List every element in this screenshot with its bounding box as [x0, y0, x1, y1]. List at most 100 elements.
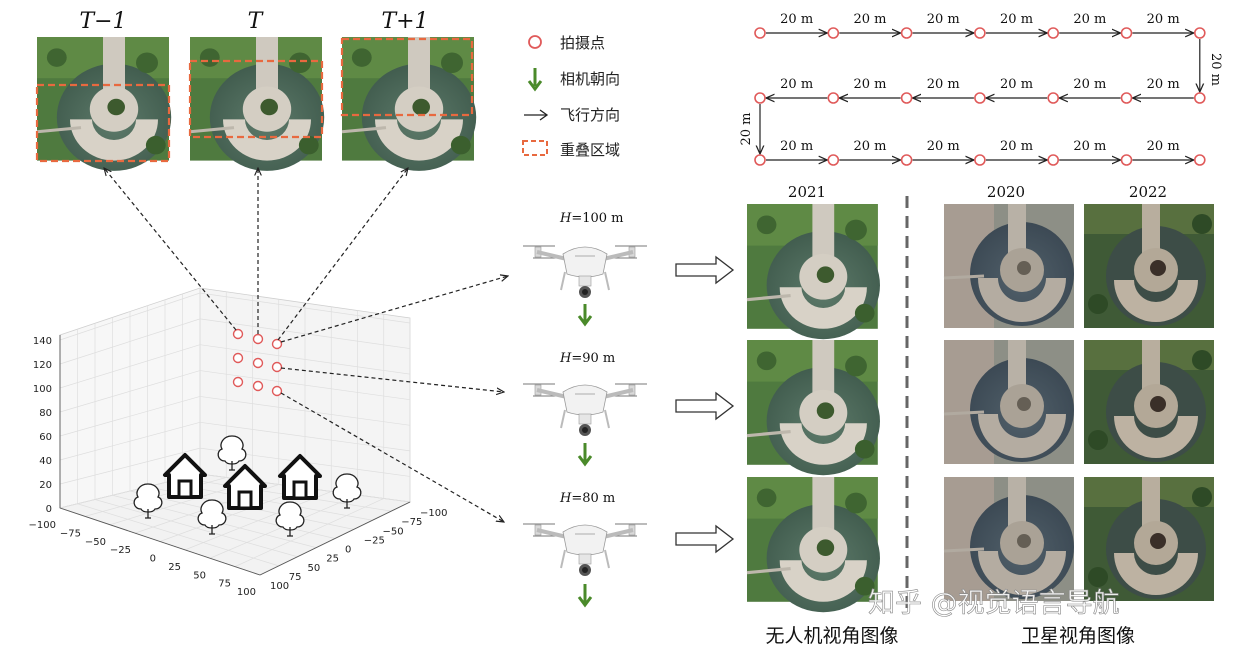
sat-2020-a [942, 202, 1076, 330]
segment-distance-label: 20 m [927, 77, 960, 92]
segment-distance-label: 20 m [739, 112, 754, 145]
y-tick-label: −75 [401, 517, 422, 528]
year-sat-2020: 2020 [987, 183, 1025, 201]
sat-2022-b [1084, 340, 1214, 464]
capture-point-icon [754, 154, 766, 166]
x-tick-label: 50 [193, 570, 206, 581]
segment-distance-label: 20 m [853, 12, 886, 27]
y-tick-label: 100 [270, 581, 289, 592]
segment-distance-label: 20 m [780, 139, 813, 154]
z-tick-label: 140 [33, 336, 52, 347]
capture-point-icon [1047, 27, 1059, 39]
capture-point-icon [974, 92, 986, 104]
capture-point-icon [827, 92, 840, 104]
capture-point-icon [754, 27, 766, 39]
legend: 拍摄点 相机朝向 飞行方向 重叠区域 [522, 34, 620, 159]
capture-point-icon [1194, 154, 1206, 166]
flight-path-diagram: 20 m 20 m 20 m 20 m 20 m 20 m 20 m 20 m 20 m 20 m… [739, 12, 1223, 166]
watermark: 知乎 @视觉语言导航 [868, 588, 1120, 619]
uav-image-90m [745, 338, 882, 477]
frame-t-minus-1 [35, 35, 173, 173]
x-tick-label: 0 [150, 554, 156, 565]
frame-t [188, 35, 326, 173]
x-tick-label: 25 [168, 562, 181, 573]
segment-distance-label: 20 m [1147, 139, 1180, 154]
segment-distance-label: 20 m [1147, 77, 1180, 92]
y-tick-label: −25 [364, 535, 385, 546]
frame-label-t: T [248, 9, 265, 34]
frame-t-plus-1 [340, 35, 478, 173]
legend-flight-direction: 飞行方向 [560, 106, 620, 124]
sat-2022-a [1084, 204, 1214, 328]
segment-distance-label: 20 m [1073, 77, 1106, 92]
y-tick-label: 0 [345, 545, 351, 556]
frame-label-t-minus-1: T−1 [79, 9, 126, 34]
caption-uav: 无人机视角图像 [765, 625, 898, 647]
dashed-orange-box-icon [522, 140, 548, 156]
capture-point-icon [1120, 92, 1133, 104]
segment-distance-label: 20 m [853, 139, 886, 154]
capture-point-icon [827, 154, 840, 166]
segment-distance-label: 20 m [1073, 139, 1106, 154]
segment-distance-label: 20 m [1073, 12, 1106, 27]
y-tick-label: 50 [308, 563, 321, 574]
legend-overlap-area: 重叠区域 [560, 141, 620, 159]
camera-direction-icon [577, 443, 593, 467]
x-tick-label: −50 [85, 537, 106, 548]
z-tick-label: 60 [39, 432, 52, 443]
z-tick-label: 80 [39, 408, 52, 419]
x-tick-label: −75 [60, 528, 81, 539]
satellite-images [942, 202, 1214, 603]
capture-point-icon [900, 27, 913, 39]
segment-distance-label: 20 m [780, 77, 813, 92]
capture-point-icon [1194, 27, 1206, 39]
camera-direction-icon [577, 584, 593, 608]
drone-90m: H=90 m [521, 351, 649, 467]
segment-distance-label: 20 m [1000, 77, 1033, 92]
hollow-arrows [675, 255, 735, 554]
capture-point-icon [754, 92, 766, 104]
capture-point-icon [1047, 92, 1059, 104]
z-tick-label: 100 [33, 384, 52, 395]
frame-label-t-plus-1: T+1 [381, 9, 428, 34]
segment-distance-label: 20 m [1000, 139, 1033, 154]
segment-distance-label: 20 m [1208, 53, 1223, 86]
frame-labels: T−1 T T+1 [79, 9, 428, 34]
z-tick-label: 40 [39, 456, 52, 467]
frame-connectors [104, 168, 508, 522]
capture-point-icon [974, 27, 986, 39]
y-tick-label: 75 [289, 572, 302, 583]
segment-distance-label: 20 m [853, 77, 886, 92]
capture-point-icon [827, 27, 840, 39]
capture-point-icon [1047, 154, 1059, 166]
capture-point-icon [1120, 154, 1133, 166]
x-tick-label: −100 [29, 520, 56, 531]
sat-2020-b [942, 338, 1076, 466]
z-tick-label: 120 [33, 360, 52, 371]
uav-image-100m [745, 202, 882, 341]
uav-images [745, 202, 882, 614]
sat-2022-c [1084, 477, 1214, 601]
drone-80m: H=80 m [521, 491, 649, 608]
legend-capture-point: 拍摄点 [560, 34, 605, 52]
drone-100m: H=100 m [521, 211, 649, 327]
altitude-label-90: H=90 m [559, 351, 615, 366]
x-tick-label: −25 [110, 545, 131, 556]
red-circle-icon [528, 35, 542, 49]
z-tick-label: 0 [46, 504, 52, 515]
y-tick-label: −50 [383, 526, 404, 537]
segment-distance-label: 20 m [927, 139, 960, 154]
segment-distance-label: 20 m [1000, 12, 1033, 27]
capture-points [232, 328, 283, 397]
x-tick-label: 75 [218, 579, 231, 590]
hollow-arrow-icon [675, 391, 735, 421]
altitude-label-100: H=100 m [559, 211, 624, 226]
altitude-label-80: H=80 m [559, 491, 615, 506]
hollow-arrow-icon [675, 524, 735, 554]
sat-2020-c [942, 475, 1076, 603]
capture-point-icon [1120, 27, 1133, 39]
y-tick-label: 25 [326, 554, 339, 565]
hollow-arrow-icon [675, 255, 735, 285]
year-sat-2022: 2022 [1129, 183, 1167, 201]
